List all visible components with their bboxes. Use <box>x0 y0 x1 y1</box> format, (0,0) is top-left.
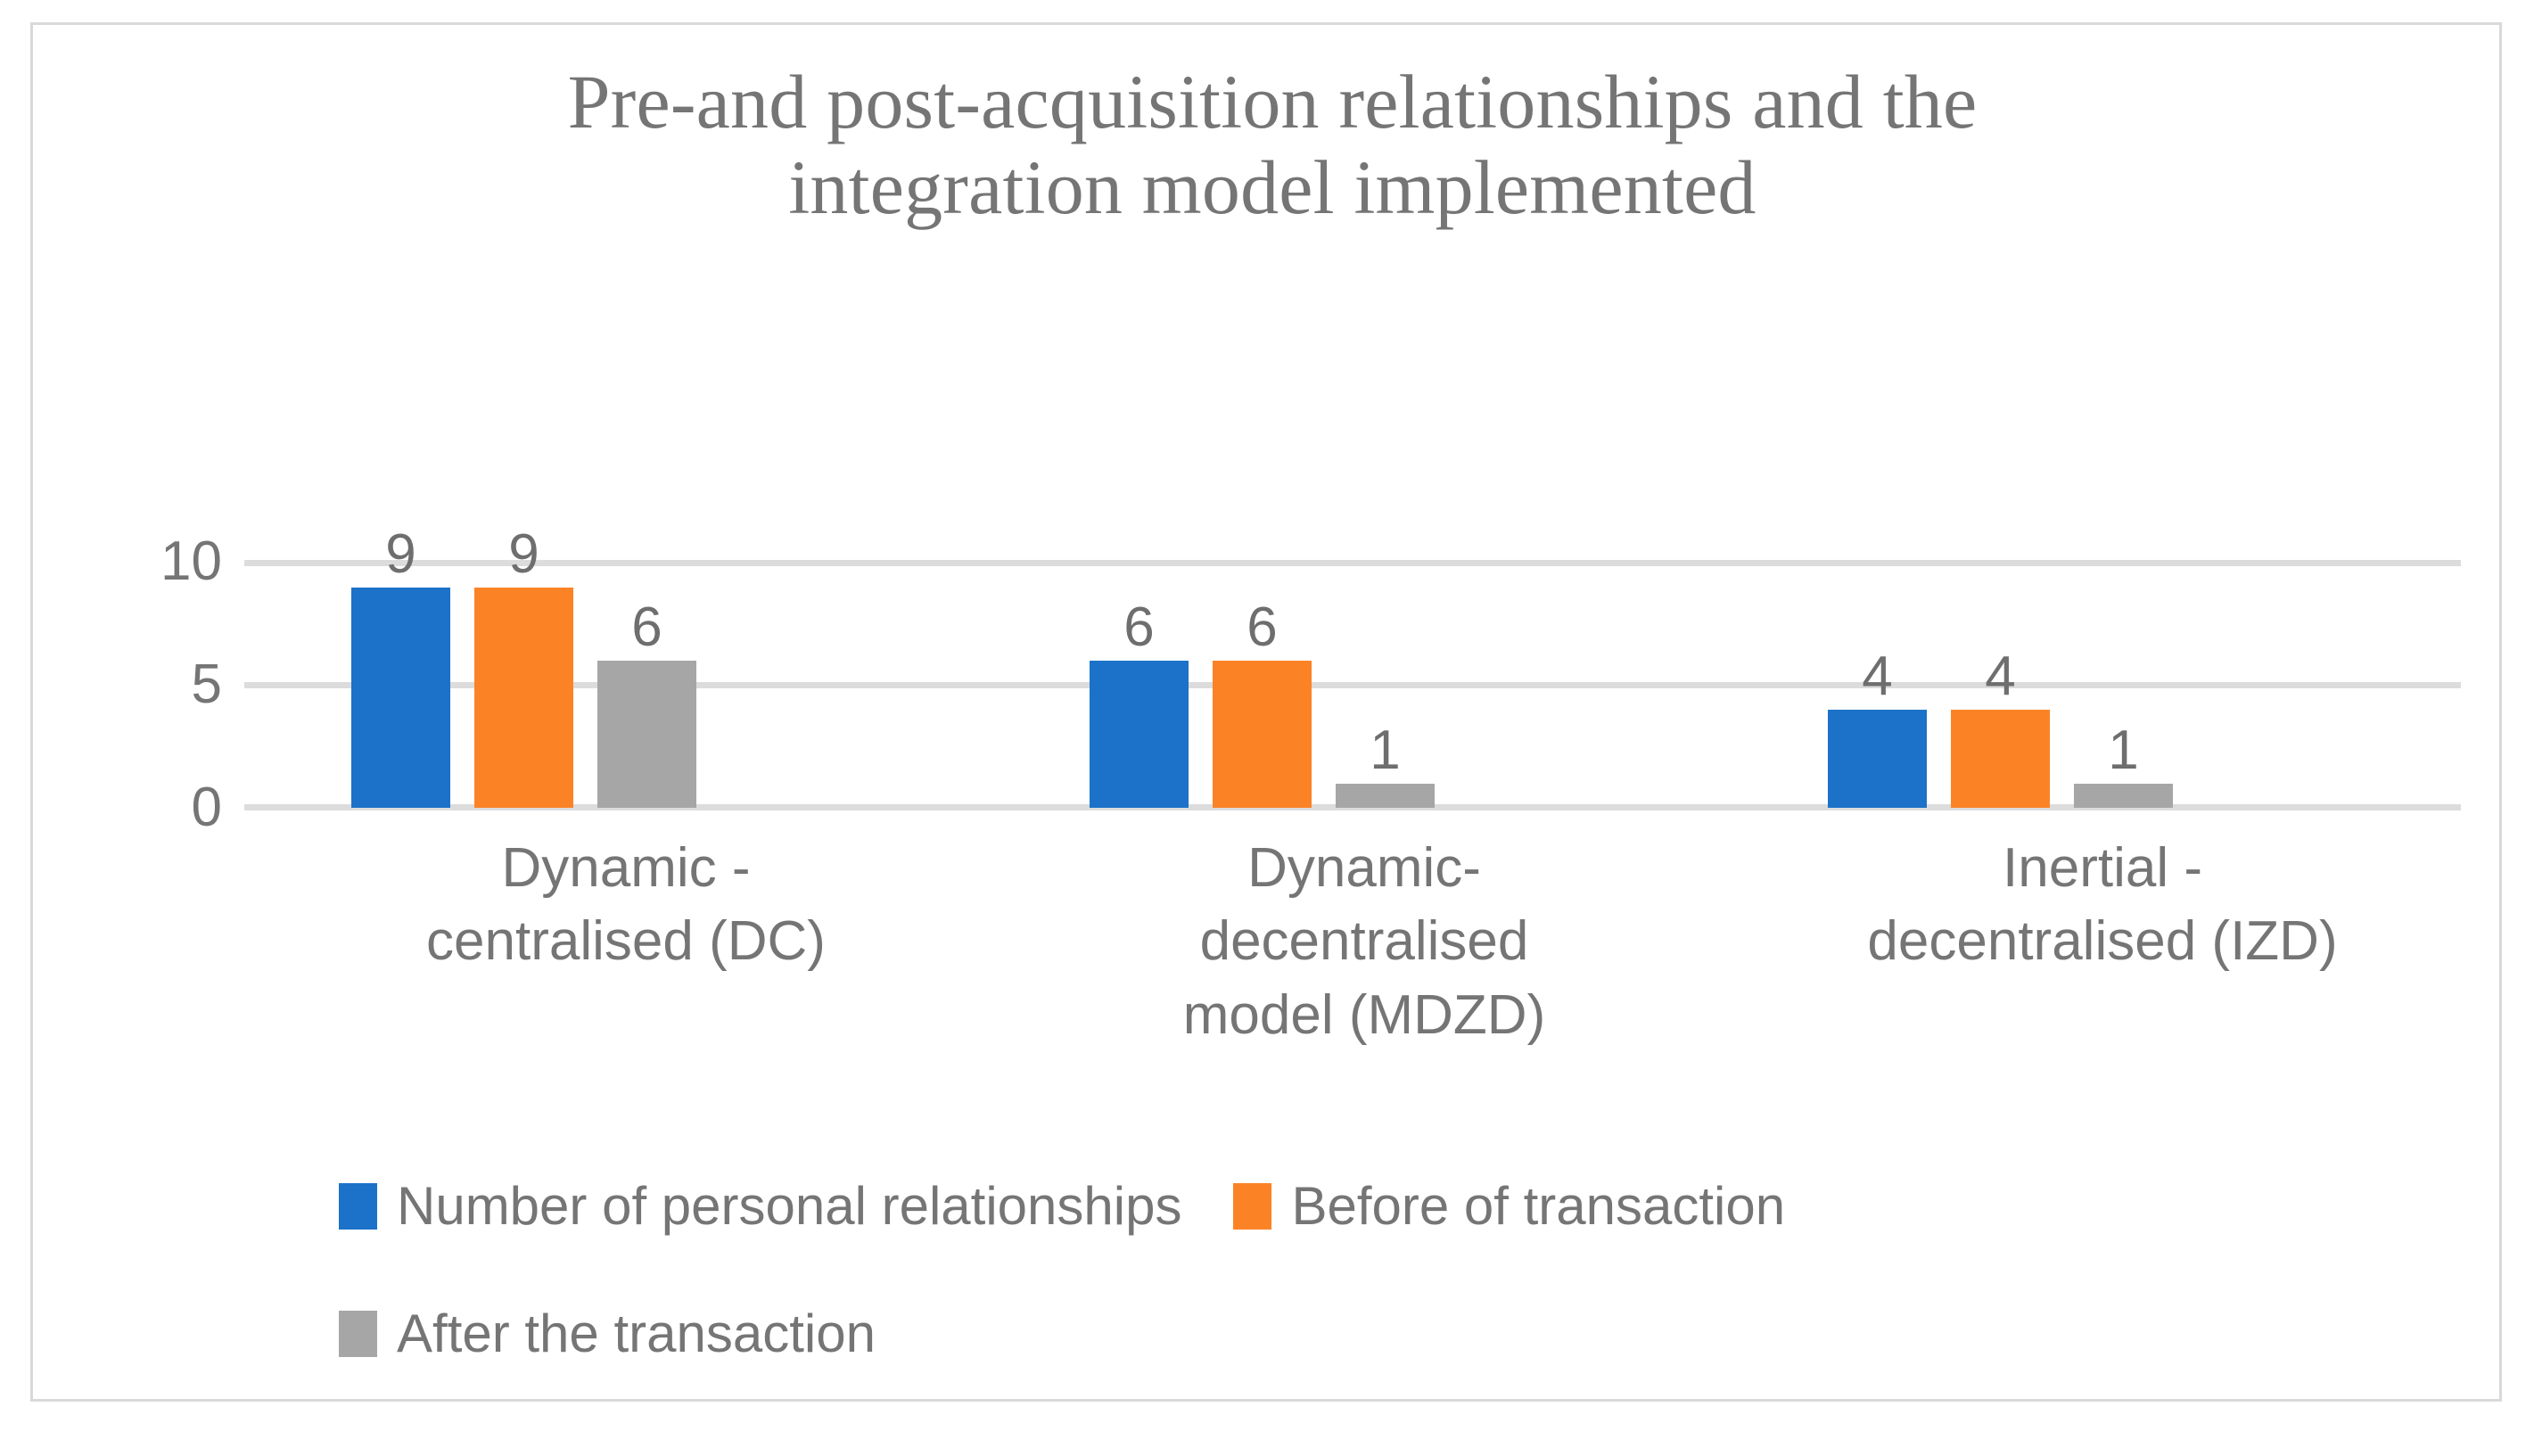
chart-title-line-1: Pre-and post-acquisition relationships a… <box>567 59 1978 144</box>
legend-item-after-the-transaction[interactable]: After the transaction <box>339 1307 876 1361</box>
legend-label: After the transaction <box>397 1304 876 1363</box>
category-label-line: Inertial - <box>2003 837 2202 899</box>
bar-slot[interactable]: 1 <box>2074 319 2173 808</box>
chart-title: Pre-and post-acquisition relationships a… <box>193 59 2351 231</box>
bar-value-label: 6 <box>1123 596 1155 658</box>
legend-item-number-of-personal-relationships[interactable]: Number of personal relationships <box>339 1180 1181 1233</box>
bar-slot[interactable]: 9 <box>351 319 450 808</box>
bar-value-label: 4 <box>1862 646 1893 707</box>
bar-before-of-transaction[interactable] <box>1951 710 2050 808</box>
bar-slot[interactable]: 6 <box>1090 319 1189 808</box>
bar-after-the-transaction[interactable] <box>2074 783 2173 808</box>
bar-value-label: 9 <box>508 522 539 585</box>
category-label-inertial-decentralised: Inertial - decentralised (IZD) <box>1795 832 2410 979</box>
legend-swatch-icon <box>1233 1183 1272 1230</box>
bar-slot[interactable]: 4 <box>1828 319 1927 808</box>
bar-after-the-transaction[interactable] <box>1336 783 1435 808</box>
y-axis-tick-0: 0 <box>191 777 222 838</box>
chart-frame: Pre-and post-acquisition relationships a… <box>30 22 2502 1402</box>
y-axis: 10 5 0 <box>69 25 222 1456</box>
bar-slot[interactable]: 6 <box>1213 319 1312 808</box>
legend-item-before-of-transaction[interactable]: Before of transaction <box>1233 1180 1785 1233</box>
category-axis: Dynamic - centralised (DC) Dynamic- dece… <box>244 832 2461 1108</box>
legend-swatch-icon <box>339 1311 377 1357</box>
legend-swatch-icon <box>339 1183 377 1230</box>
bar-before-of-transaction[interactable] <box>474 587 573 808</box>
legend-row: After the transaction <box>339 1307 876 1361</box>
gridline-5 <box>244 682 2461 688</box>
category-label-line: centralised (DC) <box>426 910 826 973</box>
chart-title-line-2: integration model implemented <box>788 144 1757 231</box>
category-label-dynamic-centralised: Dynamic - centralised (DC) <box>318 832 934 979</box>
legend-label: Number of personal relationships <box>397 1176 1182 1236</box>
bar-value-label: 6 <box>1246 596 1278 658</box>
bar-number-of-personal-relationships[interactable] <box>351 587 450 808</box>
bar-slot[interactable]: 1 <box>1336 319 1435 808</box>
bar-value-label: 6 <box>631 596 662 658</box>
y-axis-tick-5: 5 <box>191 654 222 715</box>
bar-slot[interactable]: 9 <box>474 319 573 808</box>
bar-number-of-personal-relationships[interactable] <box>1090 661 1189 808</box>
bar-group-inertial-decentralised: 4 4 1 <box>1795 319 2410 808</box>
bar-value-label: 1 <box>1370 719 1401 781</box>
legend-row: Number of personal relationships Before … <box>339 1180 1785 1233</box>
bar-value-label: 1 <box>2108 719 2139 781</box>
bar-value-label: 9 <box>385 522 416 585</box>
legend-label: Before of transaction <box>1291 1176 1786 1236</box>
gridline-10 <box>244 560 2461 566</box>
bar-value-label: 4 <box>1985 646 2016 707</box>
category-label-line: model (MDZD) <box>1182 983 1546 1046</box>
bar-group-dynamic-decentralised: 6 6 1 <box>1057 319 1672 808</box>
category-label-dynamic-decentralised: Dynamic- decentralised model (MDZD) <box>1057 832 1672 1052</box>
bar-before-of-transaction[interactable] <box>1213 661 1312 808</box>
bar-slot[interactable]: 6 <box>597 319 696 808</box>
category-label-line: Dynamic - <box>501 837 751 899</box>
bar-after-the-transaction[interactable] <box>597 661 696 808</box>
bar-group-dynamic-centralised: 9 9 6 <box>318 319 934 808</box>
category-label-line: decentralised <box>1199 910 1529 973</box>
category-label-line: Dynamic- <box>1247 837 1481 899</box>
bar-slot[interactable]: 4 <box>1951 319 2050 808</box>
bars-layer: 9 9 6 6 6 1 <box>244 319 2461 810</box>
category-label-line: decentralised (IZD) <box>1867 910 2338 973</box>
bar-number-of-personal-relationships[interactable] <box>1828 710 1927 808</box>
y-axis-tick-10: 10 <box>160 531 222 592</box>
